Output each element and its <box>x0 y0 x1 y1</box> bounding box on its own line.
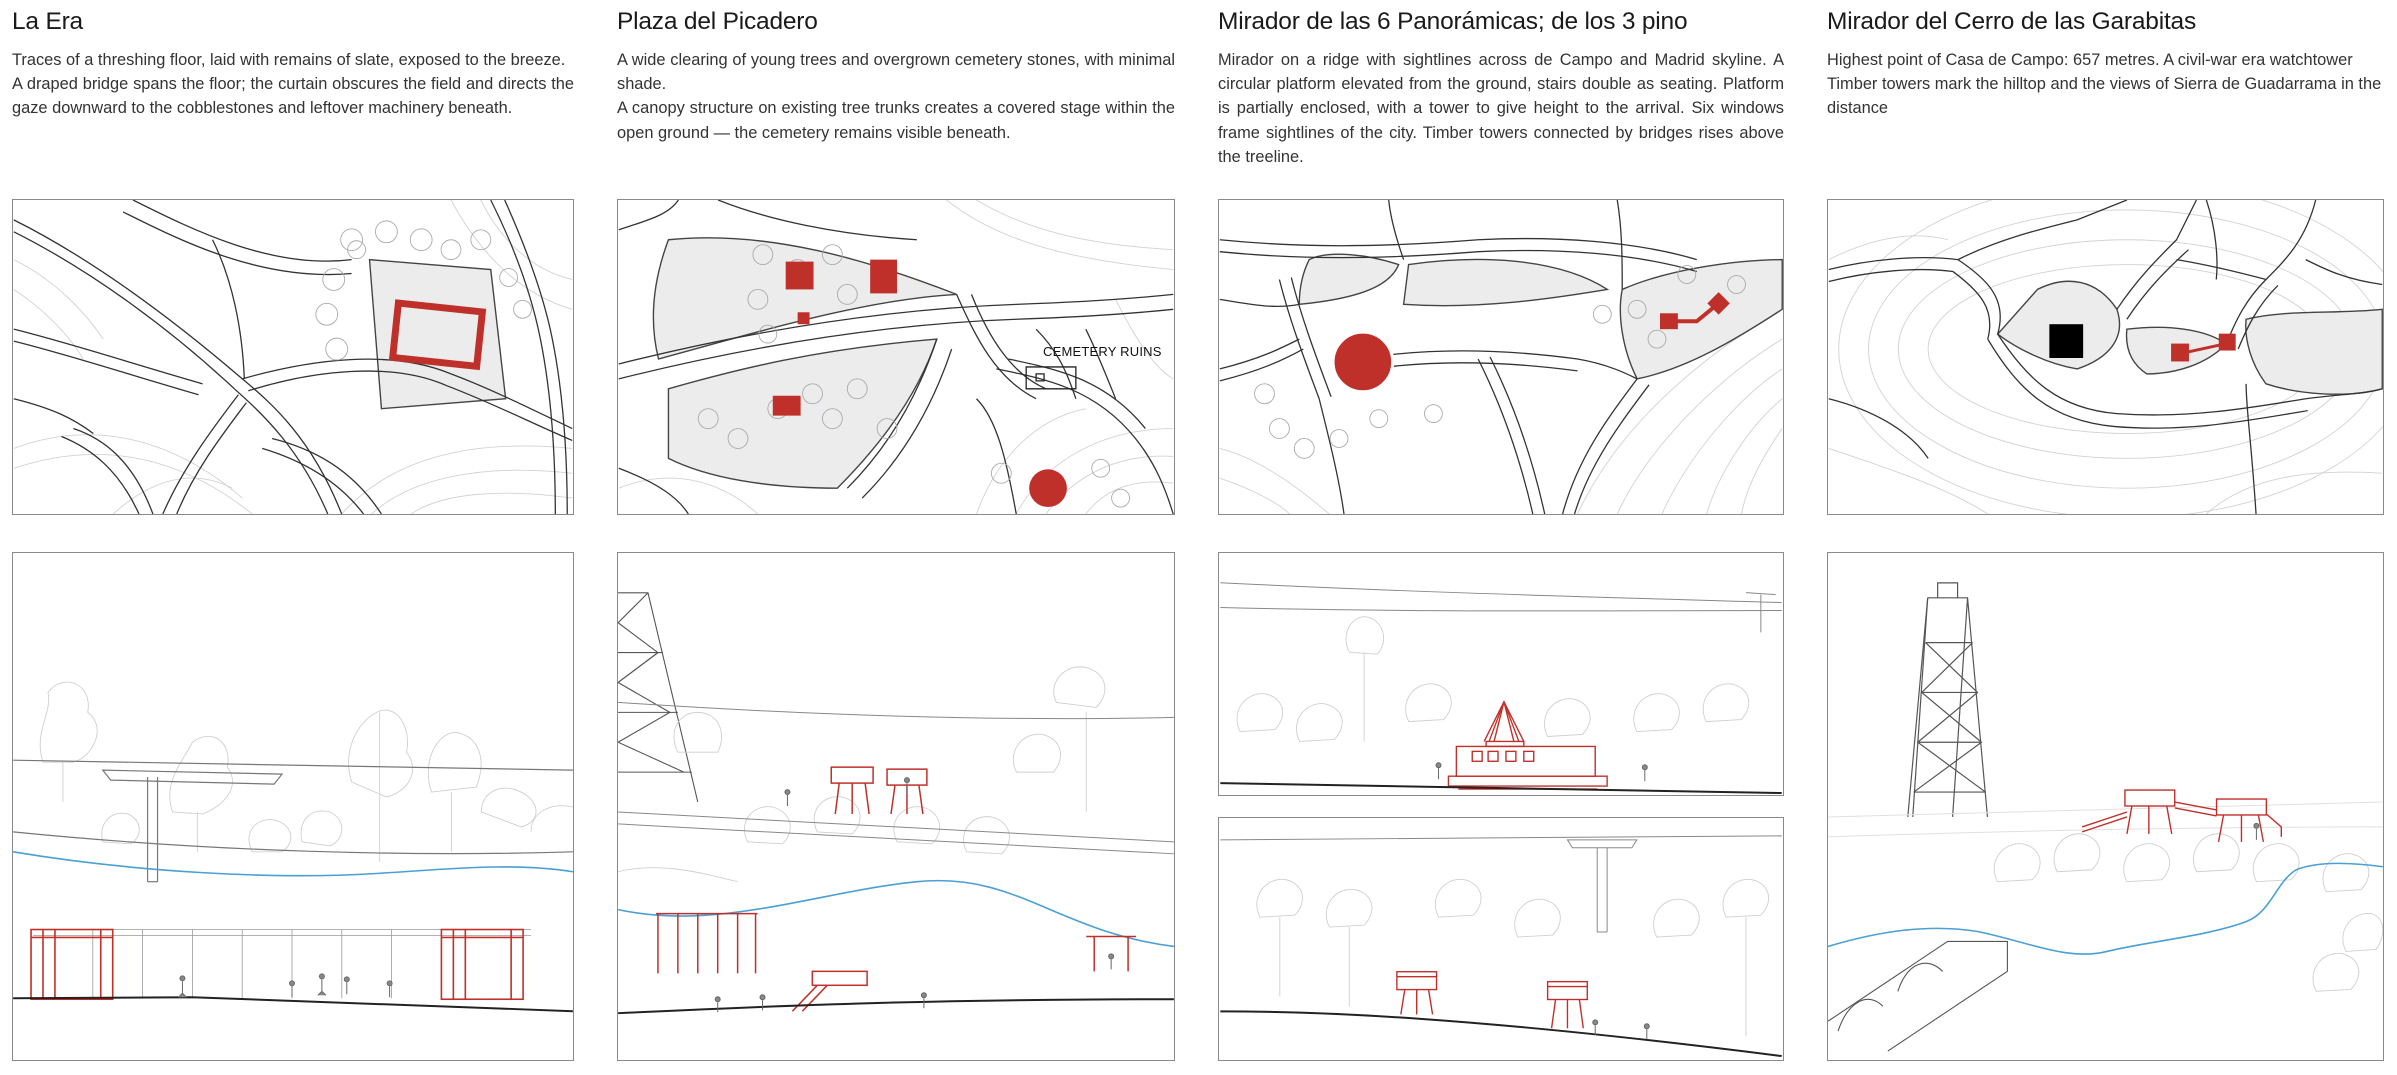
human-figures <box>714 777 1115 1013</box>
ground-line <box>1220 782 1782 795</box>
section-description: Mirador on a ridge with sightlines acros… <box>1218 48 1784 169</box>
circular-platform <box>1331 330 1395 394</box>
background-trees <box>1256 879 1770 1037</box>
description-paragraph: A canopy structure on existing tree trun… <box>617 99 1175 142</box>
power-line <box>13 759 573 883</box>
section-description: Highest point of Casa de Campo: 657 metr… <box>1827 48 2384 121</box>
human-figures <box>178 973 393 998</box>
path-network <box>13 200 573 514</box>
site-plan-drawing <box>618 200 1174 514</box>
lattice-tower <box>618 592 699 803</box>
section-elevation <box>1827 552 2384 1061</box>
section-title: Plaza del Picadero <box>617 8 818 35</box>
bridge-structure <box>33 929 532 999</box>
power-lines <box>1220 582 1782 633</box>
panoramic-platform <box>1447 700 1608 790</box>
background-trees <box>1993 833 2383 992</box>
power-lines <box>1220 835 1782 933</box>
human-figures <box>1592 1019 1650 1040</box>
path-network <box>1219 200 1697 514</box>
section-drawing <box>1828 582 2383 1052</box>
river-line <box>1828 862 2383 955</box>
section-drawing <box>1220 835 1782 1058</box>
cemetery-ruins-outline <box>1025 366 1077 390</box>
description-paragraph: Mirador on a ridge with sightlines acros… <box>1218 51 1784 166</box>
path-network <box>618 200 1174 514</box>
hatched-area <box>368 258 507 410</box>
timber-towers <box>2171 333 2236 362</box>
ground-line <box>1220 1010 1782 1058</box>
timber-towers <box>1396 971 1588 1029</box>
red-curtain-frame <box>30 928 524 1001</box>
section-description: A wide clearing of young trees and overg… <box>617 48 1175 145</box>
tree-symbols <box>315 220 532 361</box>
section-elevation-platform <box>1218 552 1784 796</box>
section-elevation <box>617 552 1175 1061</box>
power-lines <box>618 701 1174 855</box>
contour-lines <box>1219 308 1783 514</box>
lattice-watchtower <box>1907 582 1989 818</box>
ground-line <box>618 998 1174 1015</box>
river-line <box>618 879 1174 948</box>
background-trees <box>1236 616 1750 742</box>
background-trees <box>618 666 1106 883</box>
human-figures <box>1435 762 1648 782</box>
section-title: Mirador del Cerro de las Garabitas <box>1827 8 2197 35</box>
red-canopy-markers <box>772 259 1067 508</box>
site-plan-map <box>1218 199 1784 515</box>
river-line <box>13 851 573 877</box>
timber-towers <box>1659 292 1730 330</box>
contour-lines <box>13 200 573 514</box>
description-paragraph: A wide clearing of young trees and overg… <box>617 51 1175 94</box>
site-plan-drawing <box>1828 200 2383 514</box>
section-description: Traces of a threshing floor, laid with r… <box>12 48 574 121</box>
timber-towers-bridge <box>2081 789 2283 842</box>
section-drawing <box>13 681 573 1013</box>
description-paragraph: Traces of a threshing floor, laid with r… <box>12 51 566 69</box>
description-paragraph: A draped bridge spans the floor; the cur… <box>12 75 574 118</box>
section-drawing <box>1220 582 1782 795</box>
contour-lines <box>618 200 1174 514</box>
section-elevation <box>12 552 574 1061</box>
red-canopy-structures <box>655 766 1137 1012</box>
site-plan-map: CEMETERY RUINS <box>617 199 1175 515</box>
section-title: Mirador de las 6 Panorámicas; de los 3 p… <box>1218 8 1688 35</box>
ground-line <box>13 996 573 1013</box>
description-paragraph: Highest point of Casa de Campo: 657 metr… <box>1827 51 2382 118</box>
tree-symbols <box>1254 265 1746 459</box>
civil-war-watchtower <box>2049 324 2084 358</box>
draped-bridge-footprint <box>388 299 487 371</box>
section-drawing <box>618 592 1174 1015</box>
path-network <box>1828 200 2383 514</box>
aqueduct-bridge <box>1828 940 2008 1052</box>
site-plan-map <box>12 199 574 515</box>
site-plan-map <box>1827 199 2384 515</box>
site-plan-drawing <box>13 200 573 514</box>
human-figures <box>2253 822 2260 840</box>
cemetery-ruins-label: CEMETERY RUINS <box>1043 344 1162 359</box>
section-title: La Era <box>12 8 83 35</box>
section-elevation-towers <box>1218 817 1784 1061</box>
background-trees <box>39 681 573 862</box>
site-plan-drawing <box>1219 200 1783 514</box>
